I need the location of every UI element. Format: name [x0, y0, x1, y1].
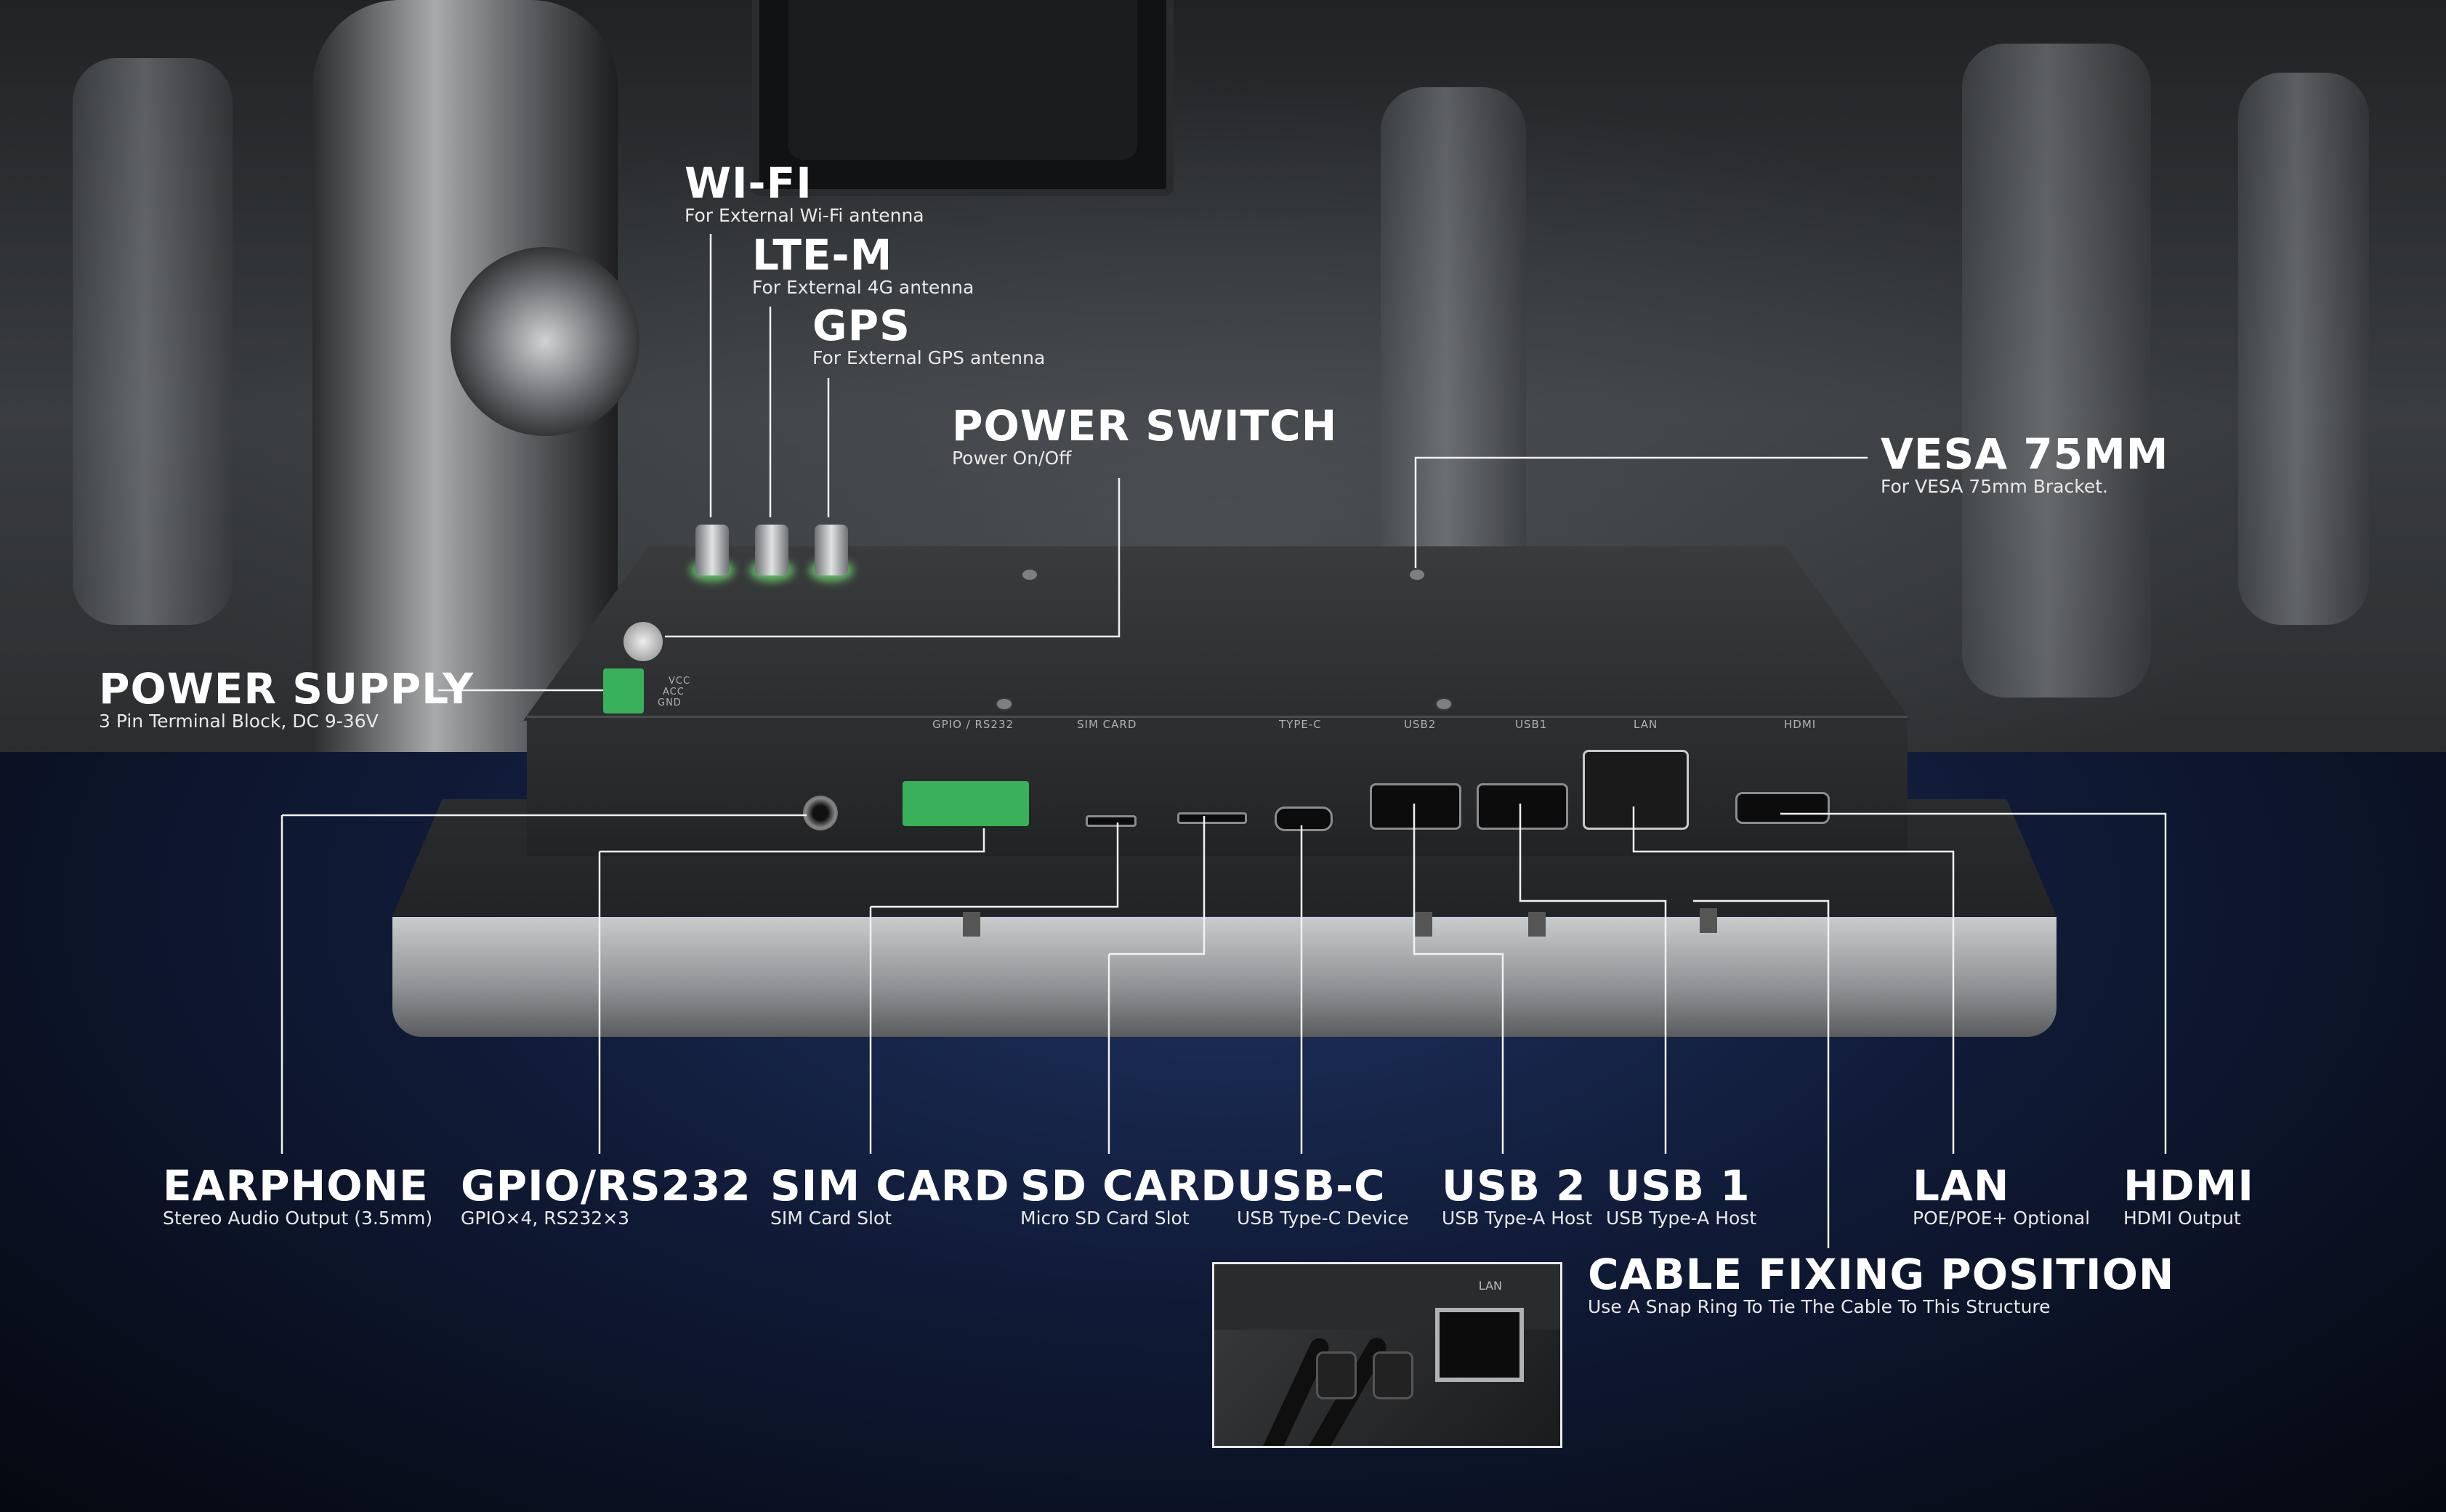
sim-card-slot: [1086, 815, 1137, 827]
callout-title: CABLE FIXING POSITION: [1588, 1250, 2175, 1299]
callout-subtitle: Use A Snap Ring To Tie The Cable To This…: [1588, 1296, 2051, 1317]
callout-usb2: USB 2 USB Type-A Host: [1442, 1164, 1592, 1229]
terminal-label-vcc: VCC: [669, 676, 691, 687]
device-label-lan: LAN: [1634, 718, 1658, 731]
callout-gpio: GPIO/RS232 GPIO×4, RS232×3: [461, 1164, 751, 1229]
callout-usb1: USB 1 USB Type-A Host: [1606, 1164, 1756, 1229]
callout-subtitle: USB Type-A Host: [1442, 1208, 1593, 1229]
lte-antenna-connector: [755, 525, 788, 575]
robot-joint-image: [451, 247, 639, 436]
terminal-label-acc: ACC: [663, 687, 685, 698]
device-label-usb1: USB1: [1515, 718, 1548, 731]
callout-title: LAN: [1913, 1161, 2010, 1210]
power-terminal-block: [603, 668, 644, 713]
bg-robot: [2238, 73, 2369, 625]
callout-title: USB 1: [1606, 1161, 1751, 1210]
bg-robot: [1962, 44, 2151, 698]
callout-subtitle: 3 Pin Terminal Block, DC 9-36V: [99, 711, 379, 732]
gps-antenna-connector: [815, 525, 848, 575]
callout-title: HDMI: [2123, 1161, 2254, 1210]
usb-c-port: [1275, 806, 1333, 831]
inset-lan-label: LAN: [1478, 1279, 1502, 1293]
callout-lte: LTE-M For External 4G antenna: [752, 233, 974, 299]
callout-power-switch: POWER SWITCH Power On/Off: [952, 404, 1337, 469]
callout-subtitle: SIM Card Slot: [770, 1208, 892, 1229]
callout-title: GPIO/RS232: [461, 1161, 751, 1210]
callout-title: POWER SUPPLY: [99, 664, 475, 713]
callout-subtitle: Micro SD Card Slot: [1020, 1208, 1190, 1229]
callout-subtitle: For External GPS antenna: [812, 347, 1046, 368]
terminal-label-gnd: GND: [658, 698, 682, 708]
bg-robot: [1381, 87, 1526, 596]
device-label-usb2: USB2: [1404, 718, 1437, 731]
callout-title: GPS: [812, 301, 911, 350]
callout-gps: GPS For External GPS antenna: [812, 304, 1045, 369]
usb1-port: [1477, 783, 1568, 830]
device-label-hdmi: HDMI: [1784, 718, 1817, 731]
inset-snap-ring: [1316, 1351, 1357, 1399]
callout-title: EARPHONE: [163, 1161, 429, 1210]
earphone-jack: [803, 796, 838, 830]
callout-subtitle: For External Wi-Fi antenna: [685, 205, 924, 226]
callout-cable-fixing: CABLE FIXING POSITION Use A Snap Ring To…: [1588, 1253, 2174, 1318]
callout-sim-card: SIM CARD SIM Card Slot: [770, 1164, 1010, 1229]
callout-vesa: VESA 75MM For VESA 75mm Bracket.: [1881, 432, 2169, 498]
power-switch-button: [623, 622, 663, 661]
callout-subtitle: USB Type-C Device: [1237, 1208, 1409, 1229]
callout-title: SIM CARD: [770, 1161, 1010, 1210]
cable-clip: [1528, 912, 1546, 937]
sd-card-slot: [1177, 812, 1247, 824]
callout-subtitle: For External 4G antenna: [752, 277, 974, 298]
cable-clip: [1700, 908, 1717, 933]
device-label-typec: TYPE-C: [1279, 718, 1322, 731]
usb2-port: [1370, 783, 1461, 830]
device-label-gpio: GPIO / RS232: [932, 718, 1014, 731]
callout-title: VESA 75MM: [1881, 429, 2169, 479]
device-rim: [392, 917, 2057, 1037]
inset-lan-port: [1435, 1308, 1524, 1382]
vesa-hole: [1021, 568, 1038, 581]
callout-wifi: WI-FI For External Wi-Fi antenna: [685, 161, 924, 227]
callout-hdmi: HDMI HDMI Output: [2123, 1164, 2254, 1229]
callout-sd-card: SD CARD Micro SD Card Slot: [1020, 1164, 1236, 1229]
vesa-hole: [1435, 698, 1453, 711]
lan-port: [1583, 750, 1689, 830]
callout-title: WI-FI: [685, 158, 812, 208]
callout-title: USB-C: [1237, 1161, 1386, 1210]
callout-subtitle: USB Type-A Host: [1606, 1208, 1757, 1229]
callout-title: LTE-M: [752, 230, 893, 280]
bg-robot: [73, 58, 233, 625]
callout-title: USB 2: [1442, 1161, 1586, 1210]
vesa-hole: [1408, 568, 1426, 581]
cable-clip: [1415, 912, 1432, 937]
cable-fixing-inset-image: LAN: [1212, 1262, 1562, 1448]
gpio-terminal-block: [903, 781, 1029, 826]
callout-subtitle: For VESA 75mm Bracket.: [1881, 476, 2108, 497]
callout-lan: LAN POE/POE+ Optional: [1913, 1164, 2090, 1229]
callout-subtitle: POE/POE+ Optional: [1913, 1208, 2091, 1229]
inset-snap-ring: [1373, 1351, 1413, 1399]
callout-title: POWER SWITCH: [952, 401, 1338, 450]
monitor-image: [752, 0, 1174, 196]
cable-clip: [963, 912, 980, 937]
callout-usb-c: USB-C USB Type-C Device: [1237, 1164, 1409, 1229]
callout-title: SD CARD: [1020, 1161, 1237, 1210]
callout-subtitle: Power On/Off: [952, 448, 1072, 469]
hdmi-port: [1735, 792, 1830, 824]
callout-subtitle: GPIO×4, RS232×3: [461, 1208, 630, 1229]
callout-subtitle: Stereo Audio Output (3.5mm): [163, 1208, 433, 1229]
callout-subtitle: HDMI Output: [2123, 1208, 2241, 1229]
vesa-hole: [996, 698, 1013, 711]
callout-earphone: EARPHONE Stereo Audio Output (3.5mm): [163, 1164, 432, 1229]
device-label-sim: SIM CARD: [1077, 718, 1137, 731]
callout-power-supply: POWER SUPPLY 3 Pin Terminal Block, DC 9-…: [99, 667, 474, 732]
wifi-antenna-connector: [695, 525, 729, 575]
